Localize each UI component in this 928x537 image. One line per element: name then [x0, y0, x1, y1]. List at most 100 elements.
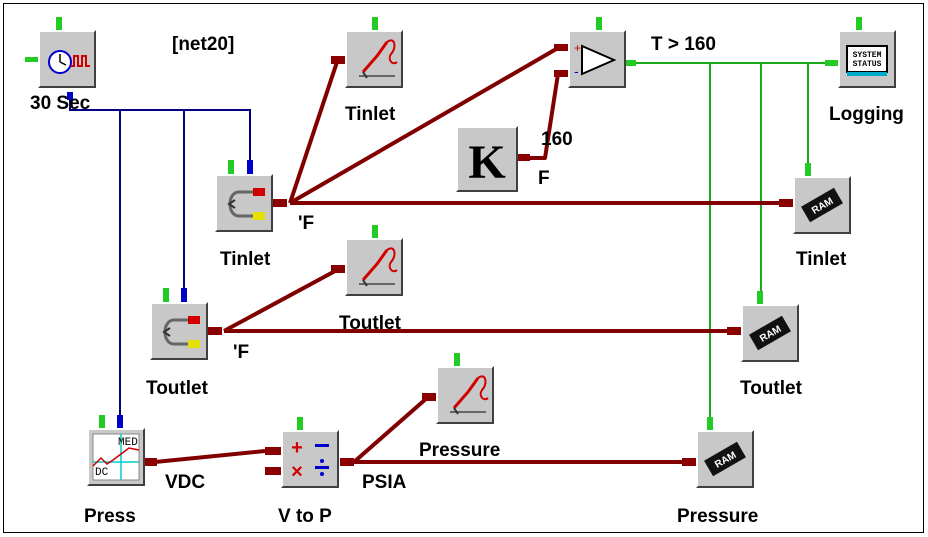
wire-clock-tinlet[interactable] — [69, 100, 251, 162]
comparator-label: T > 160 — [651, 34, 716, 55]
clock-wires — [69, 100, 251, 420]
math-label: V to P — [278, 506, 332, 527]
press-clock-pin — [117, 415, 123, 428]
math-operators-icon: + × — [291, 437, 329, 483]
ram-toutlet-label: Toutlet — [740, 378, 802, 399]
math-block[interactable]: + × — [281, 430, 339, 488]
comparator-in-pin-plus — [554, 44, 568, 51]
toutlet-sensor-unit: 'F — [233, 342, 250, 363]
logging-top-pin — [856, 17, 862, 30]
constant-value: 160 — [541, 129, 573, 150]
tinlet-sensor-label: Tinlet — [220, 249, 271, 270]
constant-k-letter: K — [468, 136, 505, 189]
constant-k-icon: K — [468, 136, 505, 189]
press-top-pin — [99, 415, 105, 428]
svg-text:+: + — [291, 437, 303, 459]
logging-in-pin — [825, 60, 838, 66]
ram-chip-icon: RAM — [749, 315, 791, 351]
trend-tinlet-top-pin — [372, 17, 378, 30]
tinlet-sensor-clock-pin — [247, 160, 253, 174]
comparator-triangle-icon: + - — [574, 41, 617, 79]
math-in-pin-1 — [265, 447, 281, 455]
press-med-text: MED — [118, 437, 138, 449]
math-in-pin-2 — [265, 467, 281, 475]
ram-chip-icon: RAM — [704, 441, 746, 477]
logging-label: Logging — [829, 104, 904, 125]
ram-tinlet-block[interactable]: RAM — [793, 176, 851, 234]
trend-tinlet-label: Tinlet — [345, 104, 396, 125]
toutlet-sensor-top-pin — [163, 288, 169, 302]
svg-text:-: - — [574, 63, 579, 79]
comparator-top-pin — [596, 17, 602, 30]
dc-med-chart-icon: MED DC — [92, 433, 140, 481]
wire-tinlet-comparator[interactable] — [288, 46, 560, 205]
press-block[interactable]: MED DC — [87, 428, 145, 486]
constant-block[interactable]: K — [456, 126, 518, 192]
press-label: Press — [84, 506, 136, 527]
clock-pulse-icon — [48, 50, 90, 74]
clock-label: 30 Sec — [30, 93, 91, 114]
pen-recorder-icon — [359, 247, 398, 287]
tinlet-sensor-unit: 'F — [298, 213, 315, 234]
math-out-pin — [340, 458, 354, 466]
status-text-1: SYSTEM — [853, 51, 882, 60]
ram-pressure-in-pin — [682, 458, 696, 466]
math-top-pin — [297, 417, 303, 430]
logging-block[interactable]: SYSTEM STATUS — [838, 30, 896, 88]
diagram-frame — [3, 3, 924, 533]
ram-toutlet-top-pin — [757, 291, 763, 304]
ram-toutlet-block[interactable]: RAM — [741, 304, 799, 362]
clock-left-pin — [25, 57, 38, 62]
constant-unit: F — [538, 168, 550, 189]
ram-pressure-block[interactable]: RAM — [696, 430, 754, 488]
ram-pressure-top-pin — [707, 417, 713, 430]
ram-toutlet-in-pin — [727, 327, 741, 335]
clock-top-pin — [56, 17, 62, 30]
status-text-2: STATUS — [853, 60, 882, 69]
toutlet-sensor-block[interactable] — [150, 302, 208, 360]
press-out-pin — [145, 458, 157, 466]
ram-chip-icon: RAM — [801, 187, 843, 223]
toutlet-sensor-label: Toutlet — [146, 378, 208, 399]
wire-press-vtop[interactable] — [154, 449, 266, 464]
ram-tinlet-label: Tinlet — [796, 249, 847, 270]
comparator-block[interactable]: + - — [568, 30, 626, 88]
tinlet-sensor-block[interactable] — [215, 174, 273, 232]
trend-toutlet-top-pin — [372, 225, 378, 238]
toutlet-sensor-clock-pin — [181, 288, 187, 302]
pen-recorder-icon — [450, 375, 489, 415]
system-status-monitor-icon: SYSTEM STATUS — [846, 45, 888, 76]
wire-toutlet-trend[interactable] — [223, 268, 338, 333]
comparator-in-pin-minus — [554, 70, 568, 77]
ram-pressure-label: Pressure — [677, 506, 759, 527]
trend-toutlet-label: Toutlet — [339, 313, 401, 334]
wire-tinlet-trend[interactable] — [288, 61, 339, 204]
wire-vtop-trend[interactable] — [352, 396, 429, 464]
wire-constant-comparator[interactable] — [530, 73, 560, 160]
svg-text:+: + — [574, 41, 581, 55]
ram-tinlet-in-pin — [779, 199, 793, 207]
svg-text:×: × — [291, 461, 303, 483]
press-dc-text: DC — [95, 467, 109, 479]
trend-tinlet-in-pin — [331, 56, 345, 64]
pen-recorder-icon — [359, 39, 398, 79]
comparator-out-pin — [626, 60, 636, 66]
trend-toutlet-block[interactable] — [345, 238, 403, 296]
trend-pressure-block[interactable] — [436, 366, 494, 424]
trend-pressure-top-pin — [454, 353, 460, 366]
trend-pressure-in-pin — [422, 393, 436, 401]
clock-block[interactable] — [38, 30, 96, 88]
trend-pressure-label: Pressure — [419, 440, 501, 461]
clock-out-pin — [67, 92, 73, 100]
digital-wires — [632, 62, 830, 420]
press-unit: VDC — [165, 472, 206, 493]
constant-out-pin — [518, 154, 530, 161]
toutlet-sensor-out-pin — [208, 327, 222, 335]
tinlet-sensor-out-pin — [273, 199, 287, 207]
ram-tinlet-top-pin — [805, 163, 811, 176]
math-unit: PSIA — [362, 472, 407, 493]
trend-tinlet-block[interactable] — [345, 30, 403, 88]
network-title: [net20] — [172, 34, 235, 55]
thermocouple-icon — [227, 188, 265, 220]
